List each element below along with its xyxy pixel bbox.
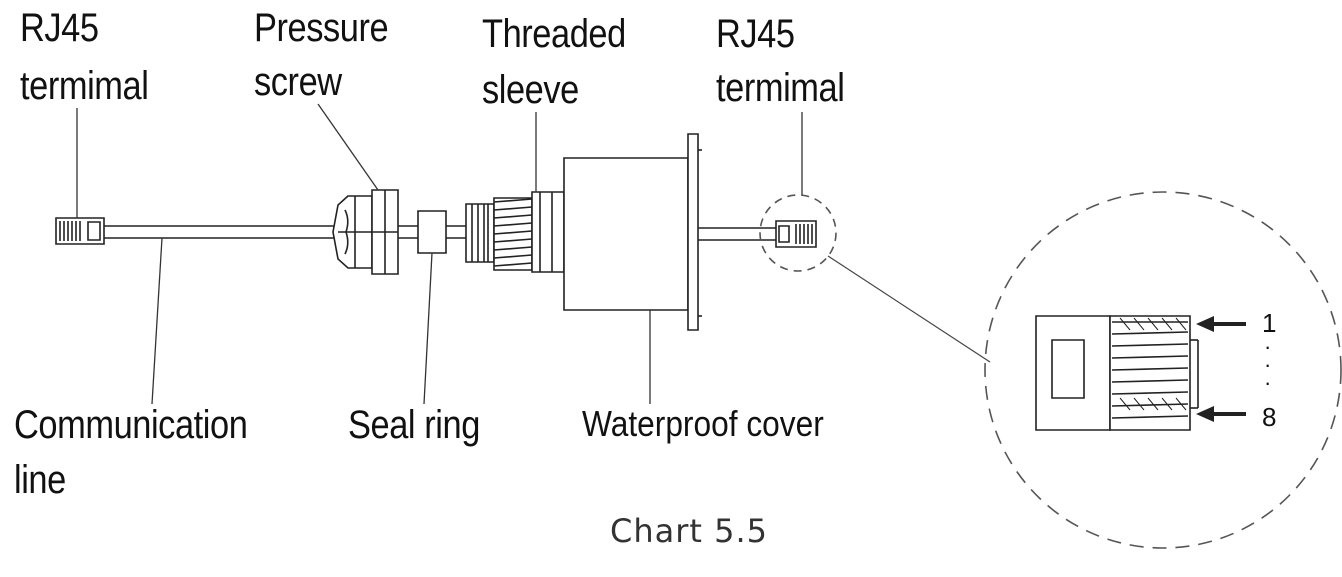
waterproof-cover-label: Waterproof cover <box>582 403 824 444</box>
rj45-magnified-plug <box>1036 316 1198 430</box>
detail-callout-large <box>985 192 1341 548</box>
pin-1-arrow <box>1196 316 1246 332</box>
rj45-left-label-line2: termimal <box>20 64 149 108</box>
rj45-right-label-line1: RJ45 <box>716 12 795 56</box>
seal-ring-part <box>418 211 446 253</box>
leader-lines <box>77 104 802 404</box>
threaded-sleeve-label-line2: sleeve <box>482 68 579 112</box>
pin-first-label: 1 <box>1262 308 1277 338</box>
waterproof-cover-part <box>564 134 702 330</box>
pin-last-label: 8 <box>1262 402 1277 432</box>
communication-line-label-line2: line <box>14 458 66 502</box>
communication-line-label-line1: Communication <box>14 403 248 447</box>
rj45-left-plug <box>56 218 104 244</box>
seal-ring-label: Seal ring <box>348 403 480 447</box>
pressure-screw-part <box>333 190 398 274</box>
rj45-right-plug <box>776 221 816 247</box>
pressure-screw-label-line2: screw <box>254 60 342 104</box>
communication-cable <box>104 226 338 238</box>
pin-8-arrow <box>1196 406 1246 422</box>
pin-dots-label: · · · <box>1264 334 1272 395</box>
detail-callout-small <box>760 195 836 271</box>
figure-caption: Chart 5.5 <box>610 512 768 550</box>
threaded-sleeve-label-line1: Threaded <box>482 12 626 56</box>
rj45-right-label-line2: termimal <box>716 66 845 110</box>
threaded-sleeve-part <box>466 192 564 272</box>
rj45-left-label-line1: RJ45 <box>20 6 99 50</box>
pressure-screw-label-line1: Pressure <box>254 6 389 50</box>
